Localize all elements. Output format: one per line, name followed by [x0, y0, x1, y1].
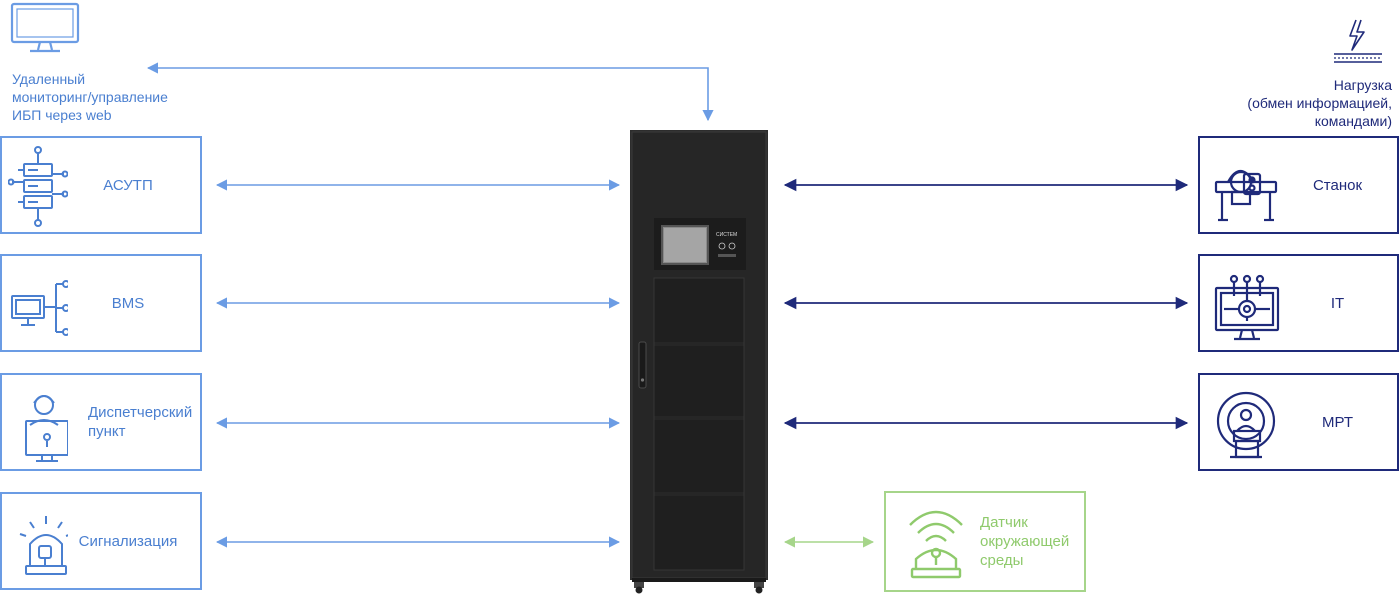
box-dispatch-label: Диспетчерский пункт: [88, 404, 193, 440]
box-mri-label: МРТ: [1322, 413, 1353, 431]
power-load-icon: [1334, 19, 1382, 63]
box-bms-label: BMS: [111, 294, 145, 312]
ups-cabinet-icon: СИСТЕМ: [630, 130, 768, 594]
box-asutp: АСУТП: [0, 136, 202, 234]
remote-monitoring-label: Удаленный мониторинг/управление ИБП чере…: [12, 71, 168, 123]
machine-tool-icon: [1214, 169, 1278, 222]
load-label: Нагрузка (обмен информацией, командами): [1247, 77, 1392, 129]
monitor-network-icon: [11, 280, 68, 336]
arrow-remote: [146, 62, 714, 122]
box-machine-label: Станок: [1312, 176, 1363, 194]
box-it-label: IT: [1330, 294, 1345, 312]
box-machine: Станок: [1198, 136, 1399, 234]
box-bms: BMS: [0, 254, 202, 352]
ups-brand: СИСТЕМ: [716, 232, 737, 238]
monitor-icon: [10, 2, 80, 53]
alarm-siren-icon: [19, 516, 68, 575]
box-dispatch: Диспетчерский пункт: [0, 373, 202, 471]
box-asutp-label: АСУТП: [103, 176, 153, 194]
box-alarm-label: Сигнализация: [78, 532, 178, 550]
it-gear-icon: [1214, 274, 1280, 341]
mri-icon: [1216, 391, 1276, 459]
environment-sensor-icon: [909, 510, 963, 579]
box-it: IT: [1198, 254, 1399, 352]
box-environment-sensor-label: Датчик окружающей среды: [980, 514, 1070, 569]
box-mri: МРТ: [1198, 373, 1399, 471]
box-environment-sensor: Датчик окружающей среды: [884, 491, 1086, 592]
operator-icon: [25, 395, 68, 462]
server-network-icon: [8, 146, 68, 227]
box-alarm: Сигнализация: [0, 492, 202, 590]
